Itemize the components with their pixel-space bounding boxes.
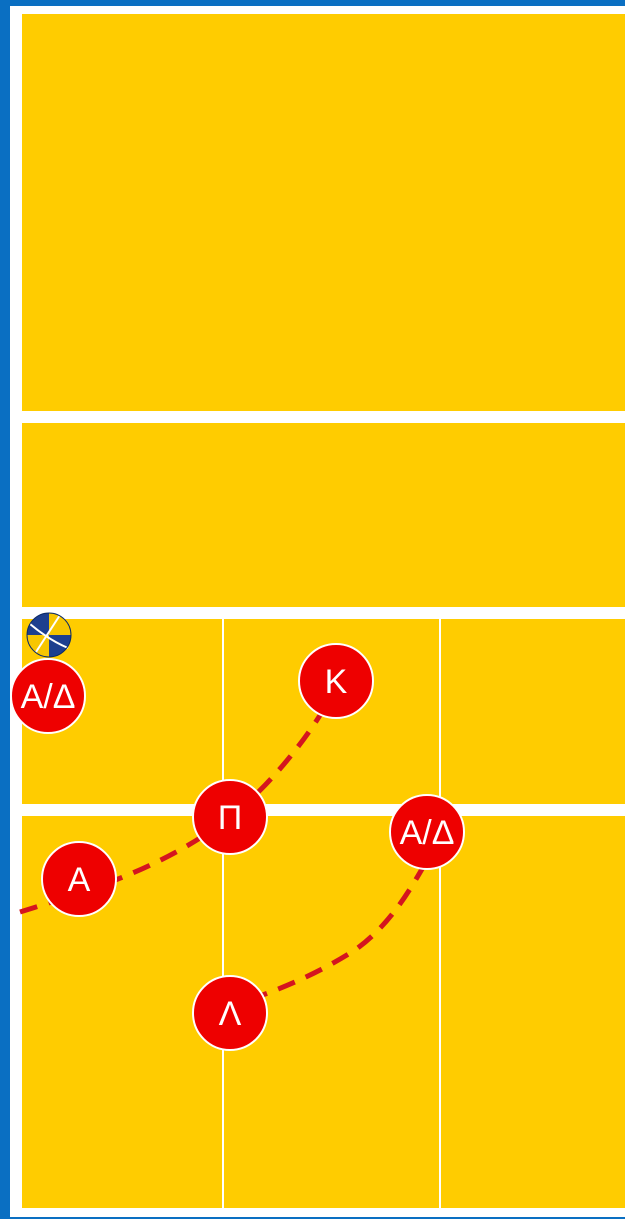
player-l-label: Λ xyxy=(219,995,242,1033)
player-p[interactable]: Π xyxy=(193,780,267,854)
player-k[interactable]: Κ xyxy=(299,644,373,718)
player-k-label: Κ xyxy=(325,663,348,701)
player-p-label: Π xyxy=(218,799,243,837)
player-ad-left-label: Α/Δ xyxy=(21,678,76,716)
player-a[interactable]: Α xyxy=(42,842,116,916)
player-a-label: Α xyxy=(68,861,91,899)
player-ad-left[interactable]: Α/Δ xyxy=(11,659,85,733)
player-ad-right[interactable]: Α/Δ xyxy=(390,795,464,869)
opponent-back-zone xyxy=(22,14,625,411)
player-l[interactable]: Λ xyxy=(193,976,267,1050)
player-ad-right-label: Α/Δ xyxy=(400,814,455,852)
opponent-front-zone xyxy=(22,423,625,607)
volleyball-icon xyxy=(27,613,71,657)
